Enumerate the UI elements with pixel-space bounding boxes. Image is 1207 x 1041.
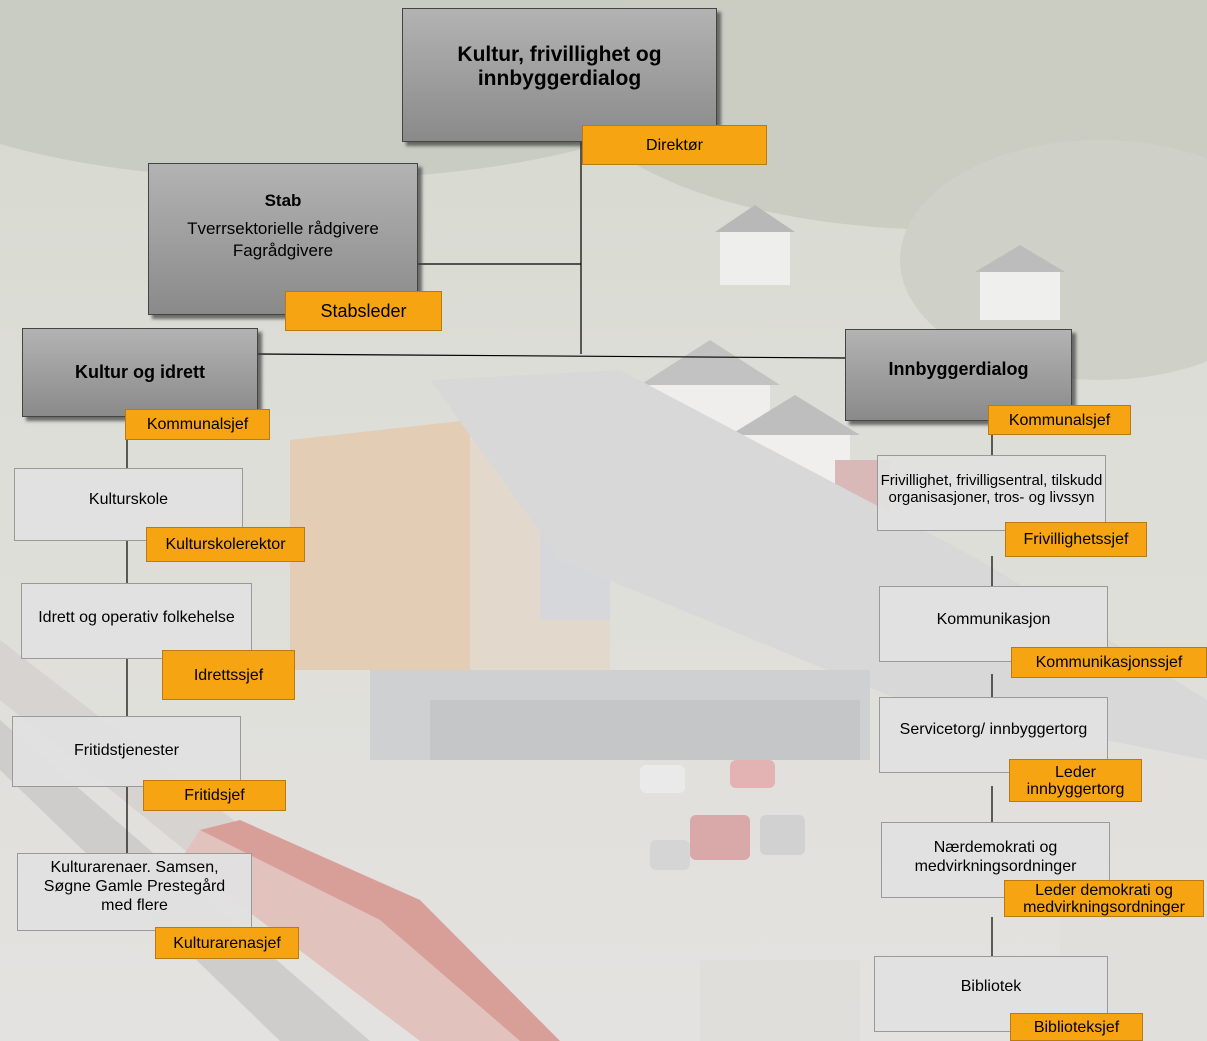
unit-name: Nærdemokrati og medvirkningsordninger [914,839,1077,875]
stab-role: Stabsleder [320,300,407,321]
unit-role-tag: Idrettssjef [162,650,295,700]
unit-name: Bibliotek [960,978,1022,995]
unit-fritid: Fritidstjenester [12,716,241,787]
stab-title: Stab [264,191,302,210]
unit-role-tag: Fritidsjef [143,780,286,811]
unit-role: Biblioteksjef [1033,1018,1120,1036]
unit-role-tag: Kulturarenasjef [155,927,299,959]
stab-node: Stab Tverrsektorielle rådgivere Fagrådgi… [148,163,418,315]
innbygger-title: Innbyggerdialog [888,358,1029,379]
unit-name: Frivillighet, frivilligsentral, tilskudd… [880,472,1103,506]
innbygger-role-tag: Kommunalsjef [988,405,1131,435]
unit-role-tag: Biblioteksjef [1010,1013,1143,1041]
stab-line2: Fagrådgivere [232,241,334,260]
unit-name: Kulturarenaer. Samsen, Søgne Gamle Prest… [43,858,226,914]
unit-frivillighet: Frivillighet, frivilligsentral, tilskudd… [877,455,1106,531]
connector-line [257,353,846,359]
top-node: Kultur, frivillighet og innbyggerdialog [402,8,717,142]
unit-role: Leder innbyggertorg [1026,763,1125,798]
unit-name: Kommunikasjon [936,611,1051,628]
top-role-tag: Direktør [582,125,767,165]
unit-role: Idrettssjef [193,666,264,684]
innbygger-role: Kommunalsjef [1008,411,1111,429]
unit-role: Kommunikasjonssjef [1035,654,1183,671]
kultur-node: Kultur og idrett [22,328,258,417]
stab-role-tag: Stabsleder [285,291,442,331]
top-title: Kultur, frivillighet og innbyggerdialog [457,43,662,90]
unit-role: Kulturskolerektor [165,536,286,553]
unit-role-tag: Kulturskolerektor [146,527,305,562]
unit-role: Leder demokrati og medvirkningsordninger [1023,881,1185,916]
unit-role-tag: Leder demokrati og medvirkningsordninger [1004,880,1204,917]
unit-role: Kulturarenasjef [173,934,281,952]
unit-role-tag: Leder innbyggertorg [1009,759,1142,802]
unit-name: Servicetorg/ innbyggertorg [899,721,1088,738]
unit-role: Fritidsjef [184,787,245,804]
unit-role-tag: Kommunikasjonssjef [1011,647,1207,678]
kultur-title: Kultur og idrett [75,362,205,382]
unit-role: Frivillighetssjef [1023,531,1129,548]
unit-kulturarenaer: Kulturarenaer. Samsen, Søgne Gamle Prest… [17,853,252,931]
kultur-role-tag: Kommunalsjef [125,409,270,440]
stab-line1: Tverrsektorielle rådgivere [187,219,379,238]
unit-name: Fritidstjenester [74,741,179,759]
unit-idrett: Idrett og operativ folkehelse [21,583,252,659]
unit-name: Kulturskole [88,490,169,508]
kultur-role: Kommunalsjef [146,416,249,433]
unit-role-tag: Frivillighetssjef [1005,522,1147,557]
top-role: Direktør [646,136,703,154]
unit-name: Idrett og operativ folkehelse [38,609,235,626]
